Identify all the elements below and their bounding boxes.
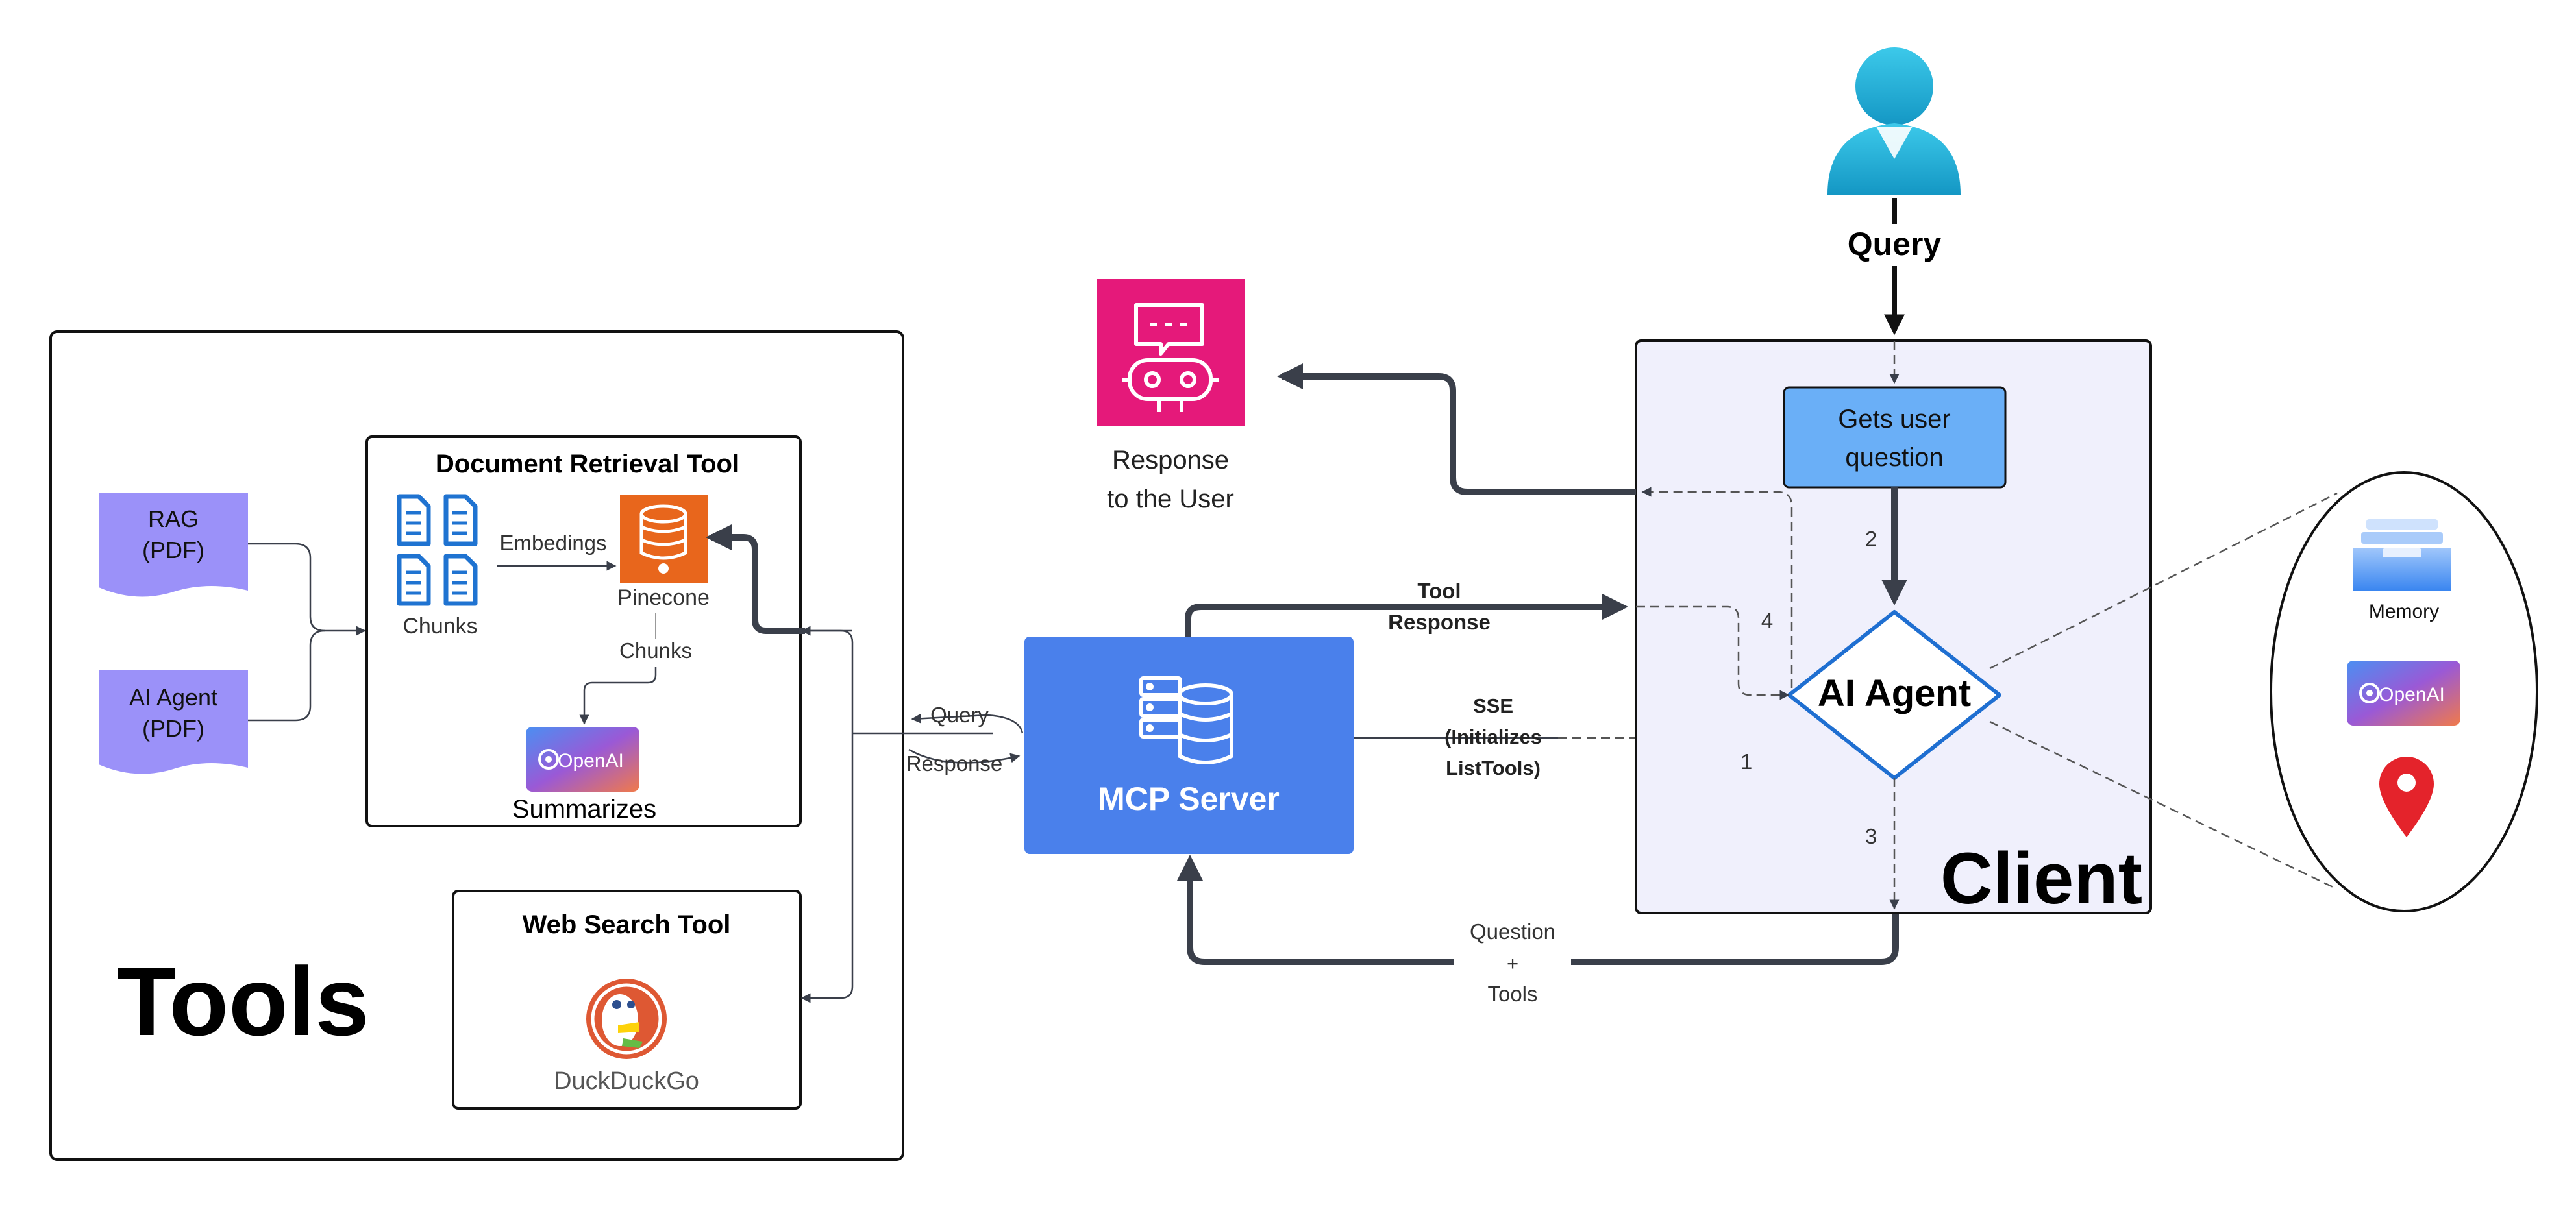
duckduckgo-logo-icon (586, 979, 667, 1059)
sse-line1: SSE (1473, 694, 1513, 717)
chunks-document-icon (397, 494, 478, 606)
tools-title: Tools (117, 947, 369, 1056)
chunks-label: Chunks (402, 614, 477, 639)
ai-agent-pdf-line2: (PDF) (142, 715, 204, 742)
ai-agent-label: AI Agent (1818, 672, 1971, 714)
client-title: Client (1940, 838, 2142, 919)
response-to-user-line2: to the User (1107, 485, 1234, 513)
question-tools-label-bg (1454, 922, 1571, 1003)
tool-response-arrow (1185, 594, 1628, 637)
gets-question-line1: Gets user (1838, 405, 1950, 434)
openai-logo-icon-memory: OpenAI (2347, 661, 2460, 726)
rag-pdf-source: RAG (PDF) (99, 493, 248, 597)
user-person-icon (1827, 47, 1961, 195)
pinecone-label: Pinecone (617, 585, 710, 610)
web-search-title: Web Search Tool (523, 910, 731, 939)
openai-logo-text: OpenAI (558, 750, 624, 772)
ai-agent-pdf-source: AI Agent (PDF) (99, 670, 248, 774)
tool-response-line1: Tool (1417, 579, 1461, 603)
memory-label: Memory (2369, 601, 2439, 622)
summarizes-label: Summarizes (512, 795, 656, 824)
rag-pdf-line2: (PDF) (142, 537, 204, 563)
rag-to-doc-connector (248, 543, 366, 636)
question-tools-line1: Question (1470, 920, 1555, 944)
map-pin-icon (2379, 757, 2434, 837)
step3-label: 3 (1865, 824, 1877, 848)
step4-label: 4 (1761, 609, 1773, 633)
memory-drawer-icon (2353, 519, 2451, 591)
openai-logo-icon: OpenAI (526, 727, 639, 792)
openai-logo-text-memory: OpenAI (2379, 684, 2445, 705)
response-label: Response (906, 751, 1003, 775)
tool-response-line2: Response (1388, 610, 1491, 634)
mcp-server-title: MCP Server (1098, 781, 1280, 817)
ai-agent-pdf-line1: AI Agent (129, 684, 217, 711)
chunks-to-openai-arrow (579, 667, 657, 725)
gets-user-question-box (1783, 386, 2007, 489)
response-to-user-line1: Response (1112, 446, 1229, 474)
chunks-flow-label: Chunks (619, 639, 692, 663)
query-to-pinecone-thick-arrow (706, 524, 805, 634)
pinecone-database-icon (620, 495, 708, 583)
agent-to-memory-dashed-top (1989, 492, 2338, 670)
gets-question-line2: question (1845, 443, 1943, 472)
agent-to-memory-dashed-bottom (1989, 720, 2338, 890)
step2-label: 2 (1865, 527, 1877, 551)
rag-pdf-line1: RAG (148, 506, 199, 532)
embedings-label: Embedings (499, 531, 606, 555)
sse-line3: ListTools) (1446, 757, 1541, 779)
question-tools-line3: Tools (1487, 982, 1537, 1006)
response-to-user-arrow (1277, 363, 1636, 495)
query-label: Query (930, 703, 989, 727)
step1-label: 1 (1740, 750, 1752, 774)
agent-pdf-to-doc-connector (248, 629, 325, 722)
sse-line2: (Initializes (1444, 726, 1542, 748)
document-retrieval-title: Document Retrieval Tool (436, 450, 739, 478)
agent-to-response-dashed (1641, 487, 1793, 688)
question-tools-line2: + (1507, 952, 1518, 975)
server-database-icon (1139, 676, 1233, 764)
mcp-server-box (1024, 637, 1354, 854)
step4-dashed-arrow (1636, 605, 1790, 700)
response-arrow (908, 748, 1021, 764)
query-arrow (911, 713, 1024, 734)
duckduckgo-logo-text: DuckDuckGo (554, 1068, 699, 1095)
chatbot-robot-icon (1097, 279, 1245, 426)
user-query-label: Query (1848, 226, 1942, 262)
